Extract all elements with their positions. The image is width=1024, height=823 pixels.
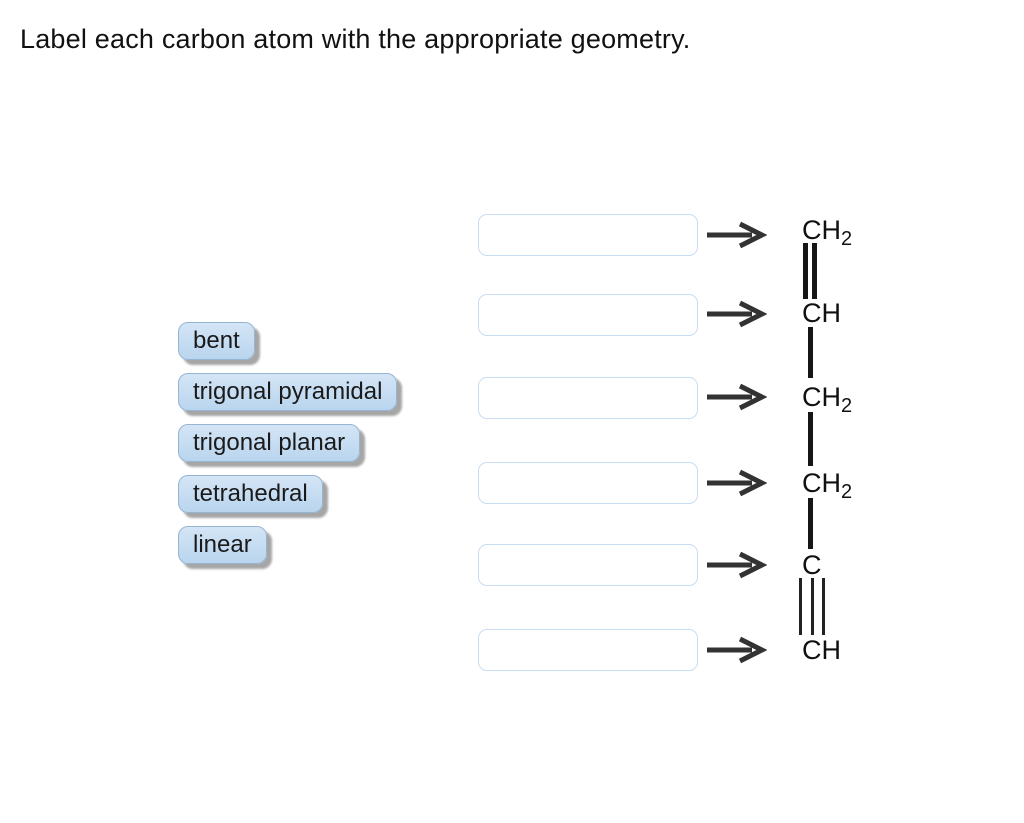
answer-dropzone-5[interactable] [478, 544, 698, 586]
triple-bond-middle-line [810, 578, 814, 635]
atom-subscript: 2 [841, 228, 853, 250]
single-bond [808, 498, 813, 549]
atom-formula: CH [802, 382, 841, 412]
chip-bent[interactable]: bent [178, 322, 255, 360]
single-bond [808, 327, 813, 378]
single-bond [808, 412, 813, 466]
chip-trigonal-pyramidal[interactable]: trigonal pyramidal [178, 373, 398, 411]
atom-label-4: CH2 [802, 467, 853, 503]
atom-formula: CH [802, 215, 841, 245]
arrow-icon [707, 383, 767, 411]
answer-dropzone-1[interactable] [478, 214, 698, 256]
arrow-icon [707, 469, 767, 497]
arrow-icon [707, 300, 767, 328]
atom-subscript: 2 [841, 481, 853, 503]
atom-subscript: 2 [841, 395, 853, 417]
atom-formula: CH [802, 635, 841, 665]
arrow-icon [707, 221, 767, 249]
atom-label-1: CH2 [802, 214, 853, 250]
atom-label-3: CH2 [802, 381, 853, 417]
question-title: Label each carbon atom with the appropri… [20, 24, 691, 54]
atom-formula: C [802, 550, 822, 580]
chip-trigonal-planar[interactable]: trigonal planar [178, 424, 361, 462]
atom-label-5: C [802, 549, 822, 584]
chip-tetrahedral[interactable]: tetrahedral [178, 475, 323, 513]
atom-formula: CH [802, 298, 841, 328]
answer-dropzone-4[interactable] [478, 462, 698, 504]
triple-bond [799, 578, 825, 635]
atom-formula: CH [802, 468, 841, 498]
atom-label-2: CH [802, 297, 841, 332]
atom-label-6: CH [802, 634, 841, 669]
arrow-icon [707, 636, 767, 664]
chip-linear[interactable]: linear [178, 526, 267, 564]
answer-dropzone-2[interactable] [478, 294, 698, 336]
arrow-icon [707, 551, 767, 579]
answer-dropzone-3[interactable] [478, 377, 698, 419]
double-bond [803, 243, 817, 299]
answer-dropzone-6[interactable] [478, 629, 698, 671]
